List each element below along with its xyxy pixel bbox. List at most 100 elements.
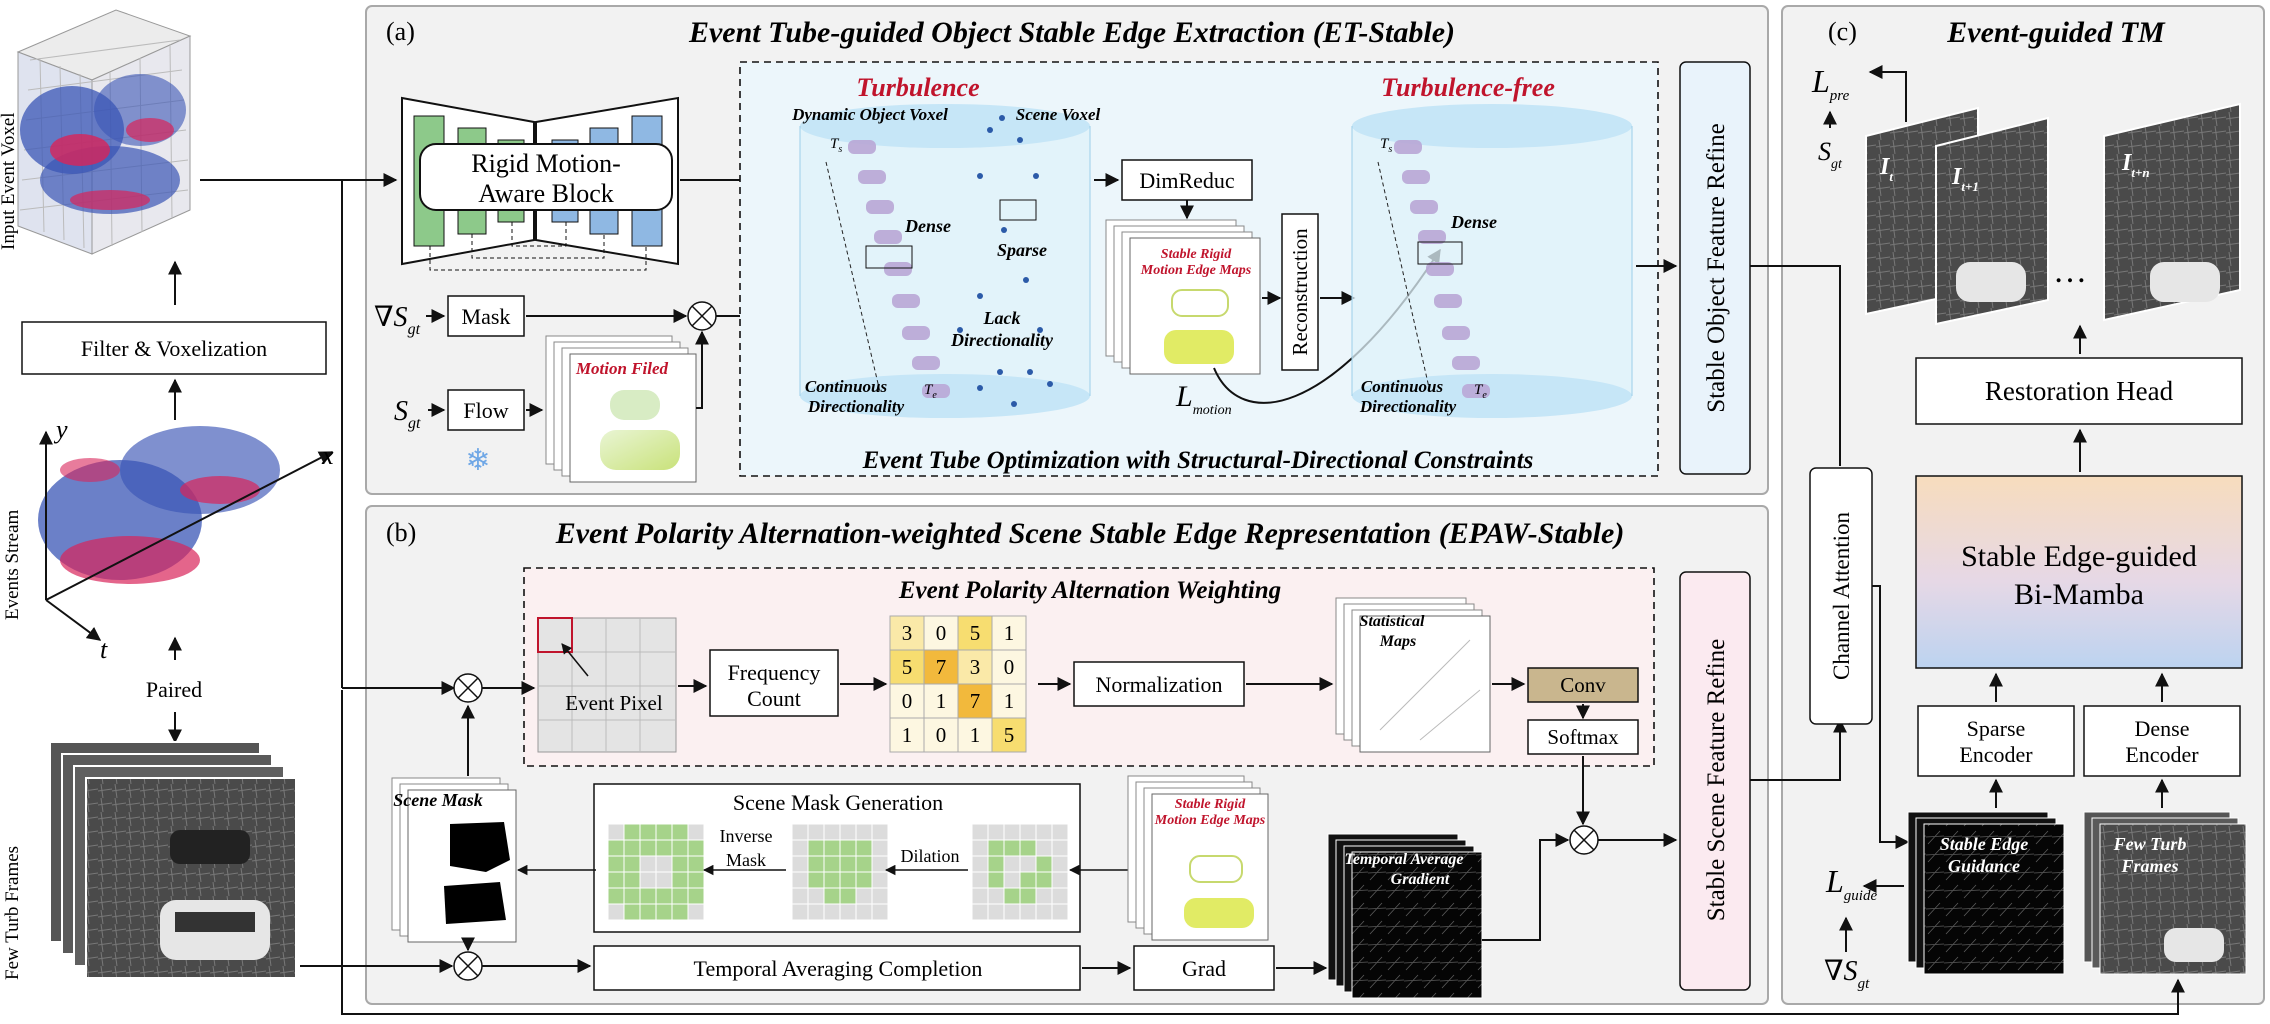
frame-label-t: It <box>1879 154 1893 184</box>
panel-a-tag: (a) <box>386 17 415 46</box>
scene-mask-generation-label: Scene Mask Generation <box>733 790 943 815</box>
grid-cell <box>991 615 1027 651</box>
reconstruction-label: Reconstruction <box>1288 228 1312 356</box>
mask-cell <box>839 839 857 857</box>
mask-cell <box>623 839 641 857</box>
mask-cell <box>671 903 689 921</box>
reconstruction-box <box>1281 213 1319 371</box>
sparse-encoder-2: Encoder <box>1959 742 2033 767</box>
axis-x-label: x <box>321 441 334 470</box>
bimamba-line1: Stable Edge-guided <box>1961 540 2197 573</box>
few-turb-frames-c-stack <box>2083 811 2247 975</box>
turbulence-free-label: Turbulence-free <box>1381 73 1555 102</box>
mask-cell <box>623 823 641 841</box>
lack-directionality-1: Lack <box>983 308 1021 328</box>
mask-cell <box>971 903 989 921</box>
s-gt-c: Sgt <box>1818 137 1843 172</box>
mask-cell <box>1003 887 1021 905</box>
scene-voxel-label: Scene Voxel <box>1016 105 1101 124</box>
grid-cell-value: 1 <box>902 723 913 747</box>
turbulence-free-cylinder <box>1351 104 1633 418</box>
rigid-block-line1: Rigid Motion- <box>471 149 621 178</box>
mask-cell <box>671 839 689 857</box>
normalization-label: Normalization <box>1095 672 1222 697</box>
t-end-left: Te <box>924 382 937 401</box>
dimreduc-box <box>1121 159 1253 201</box>
mask-cell <box>687 903 705 921</box>
mask-cell <box>1035 871 1053 889</box>
mask-cell <box>671 823 689 841</box>
few-turb-frames-label: Few Turb Frames <box>2 846 23 980</box>
axis-t-label: t <box>100 635 108 664</box>
mask-cell <box>791 887 809 905</box>
temporal-avg-gradient-1: Temporal Average <box>1345 851 1464 868</box>
channel-attention-box <box>1809 467 1873 725</box>
mask-cell <box>1051 903 1069 921</box>
grad-s-gt-a: ∇Sgt <box>374 302 421 338</box>
l-pre: Lpre <box>1811 63 1850 104</box>
temporal-averaging-completion-box <box>593 945 1081 991</box>
events-stream-label: Events Stream <box>2 509 23 620</box>
statistical-maps-stack <box>1335 597 1491 753</box>
t-end-right: Te <box>1474 382 1487 401</box>
dimreduc-label: DimReduc <box>1139 168 1235 193</box>
mask-cell <box>823 871 841 889</box>
mask-label: Mask <box>462 304 511 329</box>
lack-directionality-2: Directionality <box>950 330 1054 350</box>
sparse-encoder-box <box>1917 705 2075 777</box>
conv-box <box>1527 667 1639 703</box>
mask-cell <box>1035 839 1053 857</box>
stable-edge-guidance-2: Guidance <box>1948 856 2020 876</box>
frame-label-t1: It+1 <box>1951 164 1979 194</box>
mask-cell <box>987 871 1005 889</box>
mask-cell <box>871 871 889 889</box>
mask-cell <box>1003 855 1021 873</box>
input-event-voxel-label: Input Event Voxel <box>0 112 19 250</box>
softmax-label: Softmax <box>1547 725 1619 749</box>
mask-cell <box>639 887 657 905</box>
few-turb-frames-c-1: Few Turb <box>2113 834 2187 854</box>
mask-cell <box>623 903 641 921</box>
mask-cell <box>823 823 841 841</box>
mask-cell <box>839 823 857 841</box>
stable-rigid-maps-a <box>1105 219 1261 375</box>
mask-cell <box>639 823 657 841</box>
mask-cell <box>807 855 825 873</box>
grid-cell-value: 3 <box>902 621 913 645</box>
mask-cell <box>823 903 841 921</box>
grid-cell <box>991 717 1027 753</box>
events-stream-plot <box>38 426 334 641</box>
scene-mask-stack <box>391 777 517 943</box>
grad-label: Grad <box>1182 956 1226 981</box>
mask-cell <box>1019 903 1037 921</box>
dilation-label: Dilation <box>901 846 960 866</box>
mask-cell <box>671 871 689 889</box>
mask-cell <box>1035 887 1053 905</box>
frequency-count-2: Count <box>747 686 801 711</box>
mask-cell <box>871 903 889 921</box>
mask-cell <box>871 855 889 873</box>
mask-box <box>447 295 525 337</box>
mask-cell <box>655 887 673 905</box>
panel-b-title: Event Polarity Alternation-weighted Scen… <box>555 517 1625 550</box>
grid-cell <box>991 683 1027 719</box>
grid-cell <box>889 615 925 651</box>
stable-object-refine-box <box>1679 61 1751 475</box>
mask-cell <box>791 903 809 921</box>
grid-cell-value: 5 <box>902 655 913 679</box>
grid-cell <box>889 683 925 719</box>
panel-c-tag: (c) <box>1828 17 1857 46</box>
mask-cell <box>1051 887 1069 905</box>
mask-cell <box>987 823 1005 841</box>
mask-cell <box>855 855 873 873</box>
stable-rigid-maps-b-2: Motion Edge Maps <box>1154 813 1266 828</box>
mask-cell <box>607 823 625 841</box>
mask-cell <box>607 871 625 889</box>
mask-cell <box>687 823 705 841</box>
grid-cell-value: 1 <box>970 723 981 747</box>
mask-cell <box>823 887 841 905</box>
mask-cell <box>791 839 809 857</box>
mask-cell <box>655 903 673 921</box>
mask-cell <box>1019 887 1037 905</box>
mask-cell <box>1003 903 1021 921</box>
